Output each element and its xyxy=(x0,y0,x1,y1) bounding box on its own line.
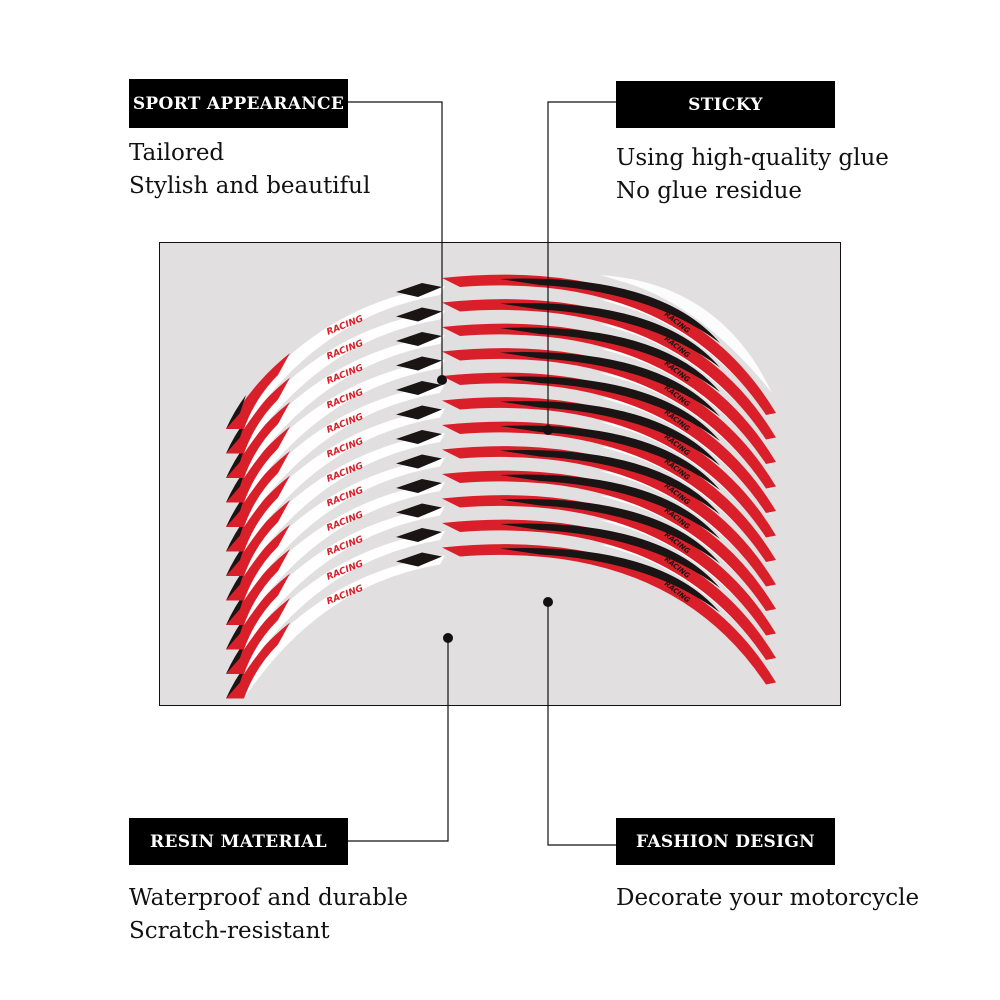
sticky-description: Using high-quality glue No glue residue xyxy=(616,142,889,208)
description-line: Waterproof and durable xyxy=(129,885,408,911)
fashion-design-label: FASHION DESIGN xyxy=(616,818,835,865)
description-line: Stylish and beautiful xyxy=(129,173,371,199)
description-line: Decorate your motorcycle xyxy=(616,885,920,911)
resin-material-description: Waterproof and durable Scratch-resistant xyxy=(129,882,408,948)
sticky-label: STICKY xyxy=(616,81,835,128)
description-line: No glue residue xyxy=(616,178,803,204)
sport-appearance-description: Tailored Stylish and beautiful xyxy=(129,137,370,203)
description-line: Scratch-resistant xyxy=(129,918,330,944)
resin-material-label: RESIN MATERIAL xyxy=(129,818,348,865)
fashion-design-description: Decorate your motorcycle xyxy=(616,882,919,915)
description-line: Tailored xyxy=(129,140,225,166)
sport-appearance-label: SPORT APPEARANCE xyxy=(129,79,348,128)
description-line: Using high-quality glue xyxy=(616,145,889,171)
